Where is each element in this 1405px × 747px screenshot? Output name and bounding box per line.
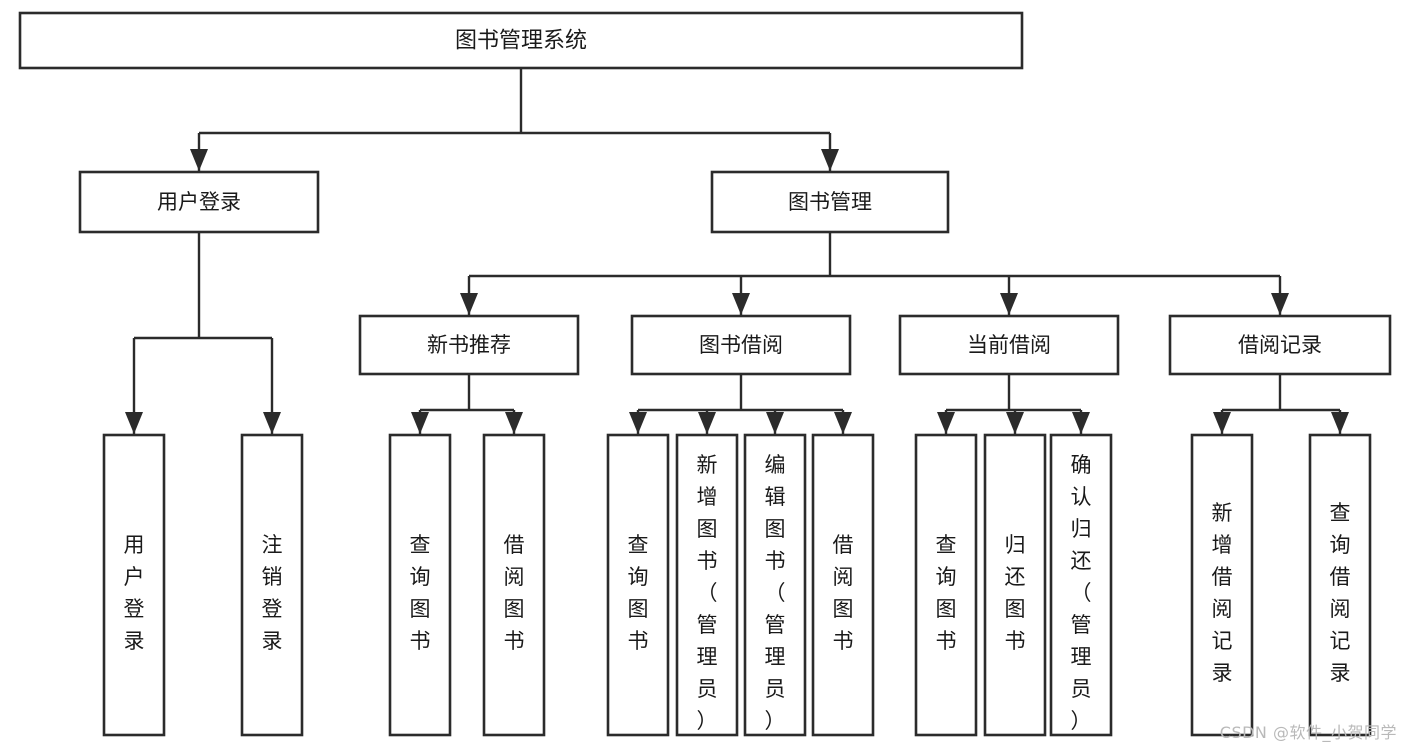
- csdn-watermark: CSDN @软件_小贺同学: [1219, 723, 1397, 742]
- node-label-borrow-record: 借阅记录: [1238, 333, 1322, 357]
- node-book-borrow[interactable]: 图书借阅: [630, 314, 852, 376]
- node-book-manage[interactable]: 图书管理: [710, 170, 950, 234]
- node-borrow-record[interactable]: 借阅记录: [1168, 314, 1392, 376]
- node-box-leaf-query-book-borrow: [606, 433, 670, 737]
- node-leaf-borrow-book-recommend[interactable]: 借阅图书: [482, 433, 546, 737]
- node-leaf-add-borrow-record[interactable]: 新增借阅记录: [1190, 433, 1254, 737]
- node-leaf-return-book[interactable]: 归还图书: [983, 433, 1047, 737]
- node-label-leaf-user-login: 用户登录: [124, 533, 145, 653]
- node-box-leaf-query-borrow-record: [1308, 433, 1372, 737]
- node-label-leaf-query-book-borrow: 查询图书: [628, 533, 649, 653]
- node-box-leaf-query-book-recommend: [388, 433, 452, 737]
- node-box-book-manage: [710, 170, 950, 234]
- node-current-borrow[interactable]: 当前借阅: [898, 314, 1120, 376]
- node-label-leaf-edit-book: 编辑图书（管理员）: [765, 453, 786, 733]
- node-label-leaf-borrow-book: 借阅图书: [833, 533, 854, 653]
- connector-layer: [125, 68, 1349, 434]
- node-box-leaf-add-borrow-record: [1190, 433, 1254, 737]
- node-layer: 图书管理系统用户登录图书管理新书推荐图书借阅当前借阅借阅记录用户登录注销登录查询…: [18, 11, 1392, 737]
- node-label-root: 图书管理系统: [455, 29, 587, 54]
- node-label-user-login: 用户登录: [157, 190, 241, 214]
- arrow-head-icon-to-leaf-query-borrow-record: [1331, 412, 1349, 434]
- arrow-head-icon-to-user-login: [190, 149, 208, 171]
- node-leaf-confirm-return[interactable]: 确认归还（管理员）: [1049, 433, 1113, 737]
- node-label-current-borrow: 当前借阅: [967, 333, 1051, 357]
- arrow-head-icon-to-leaf-add-book: [698, 412, 716, 434]
- arrow-head-icon-to-leaf-confirm-return: [1072, 412, 1090, 434]
- node-box-root: [18, 11, 1024, 70]
- node-new-book-recommend[interactable]: 新书推荐: [358, 314, 580, 376]
- node-label-book-manage: 图书管理: [788, 190, 872, 214]
- node-leaf-add-book[interactable]: 新增图书（管理员）: [675, 433, 739, 737]
- arrow-head-icon-to-leaf-user-login: [125, 412, 143, 434]
- arrow-head-icon-to-book-manage: [821, 149, 839, 171]
- node-label-leaf-add-book: 新增图书（管理员）: [697, 453, 718, 733]
- node-box-leaf-add-book: [675, 433, 739, 737]
- node-root[interactable]: 图书管理系统: [18, 11, 1024, 70]
- node-label-leaf-borrow-book-recommend: 借阅图书: [504, 533, 525, 653]
- arrow-head-icon-to-leaf-add-borrow-record: [1213, 412, 1231, 434]
- node-leaf-user-login[interactable]: 用户登录: [102, 433, 166, 737]
- node-label-leaf-query-borrow-record: 查询借阅记录: [1330, 501, 1351, 685]
- arrow-head-icon-to-leaf-borrow-book: [834, 412, 852, 434]
- node-box-leaf-query-book-current: [914, 433, 978, 737]
- arrow-head-icon-to-new-book-recommend: [460, 293, 478, 315]
- node-leaf-borrow-book[interactable]: 借阅图书: [811, 433, 875, 737]
- node-leaf-query-book-borrow[interactable]: 查询图书: [606, 433, 670, 737]
- node-box-leaf-return-book: [983, 433, 1047, 737]
- arrow-head-icon-to-leaf-logout: [263, 412, 281, 434]
- node-leaf-query-book-current[interactable]: 查询图书: [914, 433, 978, 737]
- arrow-head-icon-to-current-borrow: [1000, 293, 1018, 315]
- arrow-head-icon-to-leaf-query-book-recommend: [411, 412, 429, 434]
- node-leaf-logout[interactable]: 注销登录: [240, 433, 304, 737]
- arrow-head-icon-to-leaf-edit-book: [766, 412, 784, 434]
- node-label-leaf-add-borrow-record: 新增借阅记录: [1212, 501, 1233, 685]
- node-box-leaf-logout: [240, 433, 304, 737]
- node-label-new-book-recommend: 新书推荐: [427, 333, 511, 357]
- node-box-new-book-recommend: [358, 314, 580, 376]
- node-box-leaf-borrow-book-recommend: [482, 433, 546, 737]
- node-box-book-borrow: [630, 314, 852, 376]
- node-label-leaf-logout: 注销登录: [262, 533, 283, 653]
- arrow-head-icon-to-leaf-query-book-current: [937, 412, 955, 434]
- node-box-leaf-borrow-book: [811, 433, 875, 737]
- node-leaf-query-borrow-record[interactable]: 查询借阅记录: [1308, 433, 1372, 737]
- node-box-current-borrow: [898, 314, 1120, 376]
- node-label-leaf-return-book: 归还图书: [1005, 533, 1026, 653]
- node-box-user-login: [78, 170, 320, 234]
- node-leaf-query-book-recommend[interactable]: 查询图书: [388, 433, 452, 737]
- node-box-leaf-edit-book: [743, 433, 807, 737]
- arrow-head-icon-to-leaf-query-book-borrow: [629, 412, 647, 434]
- node-label-book-borrow: 图书借阅: [699, 333, 783, 357]
- node-box-leaf-confirm-return: [1049, 433, 1113, 737]
- arrow-head-icon-to-leaf-borrow-book-recommend: [505, 412, 523, 434]
- arrow-head-icon-to-leaf-return-book: [1006, 412, 1024, 434]
- node-label-leaf-query-book-recommend: 查询图书: [410, 533, 431, 653]
- node-user-login[interactable]: 用户登录: [78, 170, 320, 234]
- node-label-leaf-confirm-return: 确认归还（管理员）: [1071, 453, 1092, 733]
- arrow-head-icon-to-book-borrow: [732, 293, 750, 315]
- node-box-leaf-user-login: [102, 433, 166, 737]
- arrow-head-icon-to-borrow-record: [1271, 293, 1289, 315]
- node-leaf-edit-book[interactable]: 编辑图书（管理员）: [743, 433, 807, 737]
- node-label-leaf-query-book-current: 查询图书: [936, 533, 957, 653]
- node-box-borrow-record: [1168, 314, 1392, 376]
